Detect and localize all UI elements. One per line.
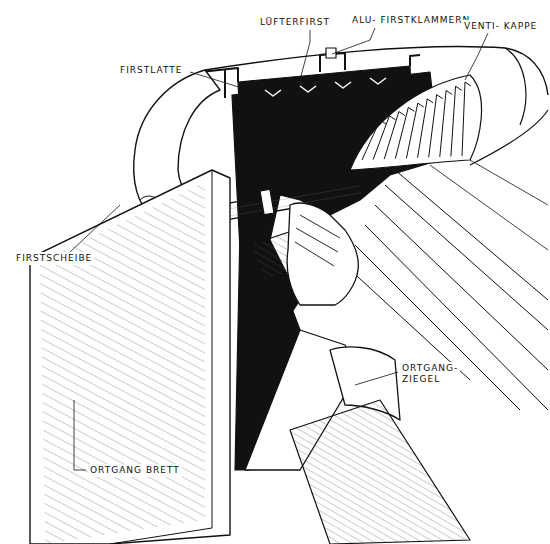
- part-label: FIRSTLATTE: [118, 64, 185, 77]
- part-label: ORTGANG- ZIEGEL: [400, 362, 460, 387]
- vent-fin: [462, 82, 471, 156]
- part-label: FIRSTSCHEIBE: [14, 252, 94, 265]
- part-label: LÜFTERFIRST: [258, 16, 332, 29]
- vent-fin: [406, 103, 423, 158]
- vent-fin: [362, 120, 386, 160]
- part-label: ALU- FIRSTKLAMMERN: [350, 14, 472, 27]
- part-label: ORTGANG BRETT: [88, 464, 182, 477]
- vent-fin: [384, 112, 405, 160]
- part-label: VENTI- KAPPE: [462, 20, 539, 33]
- vent-fin: [451, 86, 462, 156]
- vent-fin: [373, 116, 395, 160]
- vent-fin: [440, 90, 452, 156]
- vent-fin: [418, 99, 434, 158]
